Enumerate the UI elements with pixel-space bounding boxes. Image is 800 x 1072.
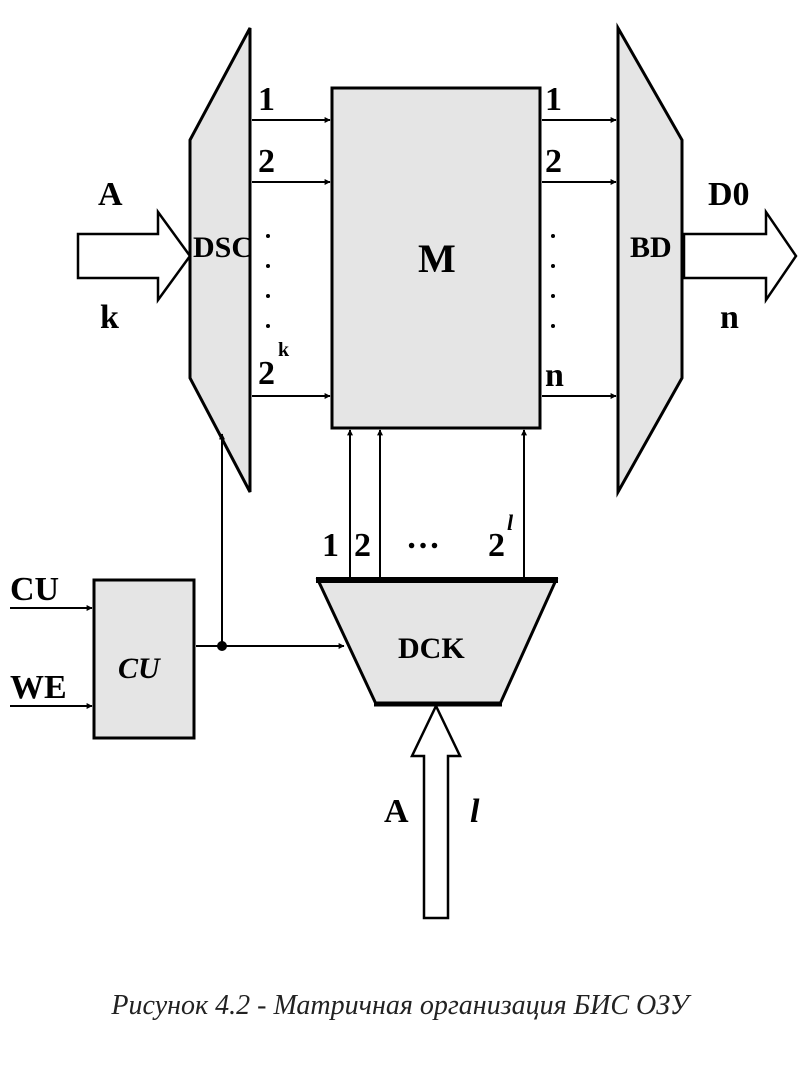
dck-line-2-label: 2 [354, 527, 371, 564]
bd-label: BD [630, 231, 672, 264]
address-a-label: A [98, 176, 123, 213]
matrix-out-line-last-label: n [545, 357, 564, 394]
dck-ellipsis: … [406, 519, 440, 556]
address-k-label: k [100, 299, 119, 336]
matrix-out-line-2-label: 2 [545, 143, 562, 180]
matrix-block [330, 86, 542, 430]
dsc-line-1-label: 1 [258, 81, 275, 118]
dsc-line-last-label: 2 [258, 355, 275, 392]
cu-input-label: CU [10, 571, 59, 608]
dsc-label: DSC [193, 231, 253, 264]
dsc-line-last-exp: k [278, 339, 290, 361]
cu-block [92, 578, 196, 740]
address-l-input-arrow [410, 703, 462, 920]
data-output-arrow [682, 207, 798, 305]
matrix-out-dots [551, 234, 555, 328]
dsc-dots [266, 234, 270, 328]
dck-line-last-label: 2 [488, 527, 505, 564]
figure-caption: Рисунок 4.2 - Матричная организация БИС … [111, 990, 689, 1021]
dck-label: DCK [398, 632, 465, 665]
data-n-label: n [720, 299, 739, 336]
bd-block [616, 22, 684, 498]
we-input-label: WE [10, 669, 67, 706]
dsc-line-2-label: 2 [258, 143, 275, 180]
matrix-label: M [418, 236, 456, 281]
matrix-out-line-1-label: 1 [545, 81, 562, 118]
dck-line-1-label: 1 [322, 527, 339, 564]
data-out-label: D0 [708, 176, 750, 213]
address-input-arrow [76, 208, 192, 304]
address-a2-label: A [384, 793, 409, 830]
address-l-label: l [470, 793, 480, 830]
dck-line-last-exp: l [507, 510, 514, 535]
dsc-block [188, 27, 252, 493]
cu-block-label: CU [118, 652, 161, 685]
